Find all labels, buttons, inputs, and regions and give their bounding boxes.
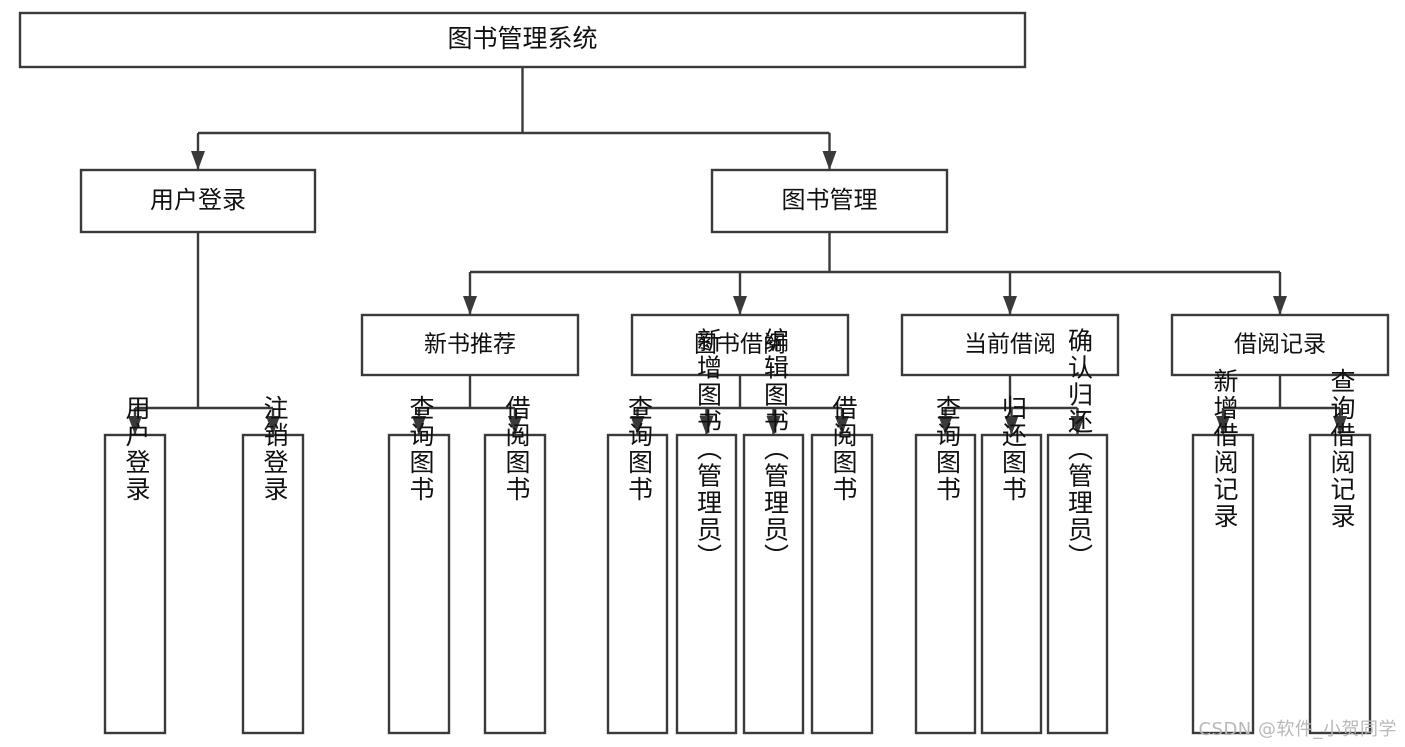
node-book-borrow[interactable]: 图书借阅 [630, 313, 850, 377]
node-book-manage[interactable]: 图书管理 [710, 168, 949, 234]
arrow-head-icon [266, 416, 280, 435]
node-label-current-borrow: 当前借阅 [964, 332, 1056, 358]
node-box-new-book-recommend [360, 313, 580, 377]
node-box-leaf-user-logout [241, 433, 305, 735]
node-label-leaf-user-logout: 注销登录 [260, 395, 289, 503]
node-box-leaf-query-book-borrow [606, 433, 669, 735]
arrow-head-icon [630, 416, 645, 435]
arrow-head-icon [733, 296, 747, 315]
arrow-head-icon [1333, 416, 1347, 435]
node-label-user-login: 用户登录 [150, 186, 246, 214]
node-box-leaf-query-book-current [914, 433, 977, 735]
node-box-leaf-borrow-book [810, 433, 874, 735]
node-leaf-query-borrow-record[interactable]: 查询借阅记录 [1308, 368, 1372, 735]
node-box-leaf-query-book-rec [387, 433, 451, 735]
arrow-head-icon [128, 416, 142, 435]
node-leaf-user-logout[interactable]: 注销登录 [241, 395, 305, 735]
node-box-leaf-borrow-book-rec [483, 433, 547, 735]
node-label-leaf-borrow-book: 借阅图书 [829, 395, 858, 503]
node-box-leaf-user-login [103, 433, 167, 735]
node-box-book-borrow [630, 313, 850, 377]
arrow-head-icon [463, 296, 477, 315]
arrow-head-icon [1216, 416, 1230, 435]
node-leaf-borrow-book[interactable]: 借阅图书 [810, 395, 874, 735]
node-user-login[interactable]: 用户登录 [79, 168, 317, 234]
node-label-leaf-query-book-rec: 查询图书 [406, 395, 435, 503]
node-leaf-query-book-borrow[interactable]: 查询图书 [606, 395, 669, 735]
node-new-book-recommend[interactable]: 新书推荐 [360, 313, 580, 377]
node-leaf-add-book-admin[interactable]: 新增图书（管理员） [675, 328, 738, 735]
node-label-leaf-add-borrow-record: 新增借阅记录 [1210, 368, 1239, 530]
arrow-head-icon [191, 151, 205, 170]
arrow-head-icon [508, 416, 522, 435]
node-box-root [18, 11, 1027, 69]
node-box-leaf-confirm-return-admin [1046, 433, 1109, 735]
node-box-leaf-edit-book-admin [742, 433, 805, 735]
arrow-head-icon [1003, 296, 1017, 315]
arrow-head-icon [822, 151, 837, 170]
node-label-leaf-edit-book-admin: 编辑图书（管理员） [761, 328, 790, 571]
node-box-leaf-query-borrow-record [1308, 433, 1372, 735]
node-box-borrow-record [1170, 313, 1390, 377]
node-leaf-add-borrow-record[interactable]: 新增借阅记录 [1191, 368, 1255, 735]
arrow-head-icon [835, 416, 849, 435]
node-label-leaf-borrow-book-rec: 借阅图书 [502, 395, 531, 503]
node-label-leaf-confirm-return-admin: 确认归还（管理员） [1065, 328, 1094, 571]
arrow-head-icon [1273, 296, 1287, 315]
arrow-head-icon [412, 416, 426, 435]
node-box-leaf-add-borrow-record [1191, 433, 1255, 735]
arrow-head-icon [1070, 416, 1085, 435]
node-label-leaf-user-login: 用户登录 [122, 395, 151, 503]
node-label-leaf-query-borrow-record: 查询借阅记录 [1327, 368, 1356, 530]
node-leaf-confirm-return-admin[interactable]: 确认归还（管理员） [1046, 328, 1109, 735]
node-leaf-return-book[interactable]: 归还图书 [980, 395, 1043, 735]
node-label-new-book-recommend: 新书推荐 [424, 332, 516, 358]
node-label-book-borrow: 图书借阅 [694, 332, 786, 358]
node-root[interactable]: 图书管理系统 [18, 11, 1027, 69]
node-box-leaf-add-book-admin [675, 433, 738, 735]
node-label-book-manage: 图书管理 [782, 186, 878, 214]
node-label-leaf-return-book: 归还图书 [999, 395, 1028, 503]
node-box-leaf-return-book [980, 433, 1043, 735]
arrow-head-icon [699, 416, 714, 435]
connector-layer [128, 67, 1347, 435]
node-label-leaf-query-book-borrow: 查询图书 [625, 395, 654, 503]
arrow-head-icon [766, 416, 781, 435]
node-leaf-user-login[interactable]: 用户登录 [103, 395, 167, 735]
node-box-book-manage [710, 168, 949, 234]
node-leaf-query-book-rec[interactable]: 查询图书 [387, 395, 451, 735]
node-box-user-login [79, 168, 317, 234]
node-label-leaf-query-book-current: 查询图书 [933, 395, 962, 503]
node-leaf-borrow-book-rec[interactable]: 借阅图书 [483, 395, 547, 735]
node-current-borrow[interactable]: 当前借阅 [900, 313, 1120, 377]
node-label-leaf-add-book-admin: 新增图书（管理员） [694, 328, 723, 571]
node-label-borrow-record: 借阅记录 [1234, 332, 1326, 358]
watermark-label: CSDN @软件_小贺同学 [1198, 719, 1397, 740]
node-layer: 图书管理系统用户登录图书管理新书推荐图书借阅当前借阅借阅记录用户登录注销登录查询… [18, 11, 1390, 735]
node-label-root: 图书管理系统 [447, 24, 597, 53]
node-leaf-edit-book-admin[interactable]: 编辑图书（管理员） [742, 328, 805, 735]
node-borrow-record[interactable]: 借阅记录 [1170, 313, 1390, 377]
node-box-current-borrow [900, 313, 1120, 377]
arrow-head-icon [1004, 416, 1019, 435]
node-leaf-query-book-current[interactable]: 查询图书 [914, 395, 977, 735]
arrow-head-icon [938, 416, 953, 435]
